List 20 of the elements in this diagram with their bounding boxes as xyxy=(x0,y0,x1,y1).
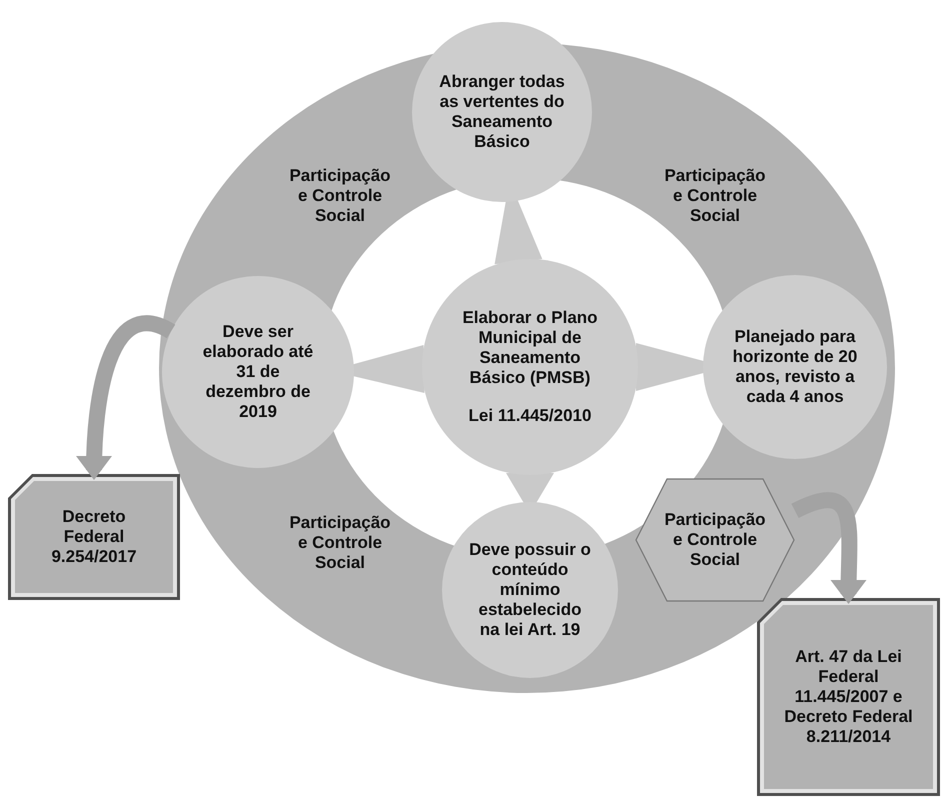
plaque-box xyxy=(757,598,940,796)
hexagon-text: Participação e Controle Social xyxy=(663,510,767,570)
star-spoke xyxy=(494,198,542,264)
plaque-box xyxy=(8,474,180,600)
ring-label: Participação e Controle Social xyxy=(663,166,767,226)
ring-label: Participação e Controle Social xyxy=(288,166,392,226)
ring-label: Participação e Controle Social xyxy=(288,513,392,574)
center-text: Elaborar o Plano Municipal de Saneamento Básico (PMSB) xyxy=(461,308,599,388)
curved-arrow xyxy=(792,492,867,604)
star-spoke xyxy=(636,343,705,391)
law-reference: Lei 11.445/2010 xyxy=(468,406,592,426)
circle-text: Deve ser elaborado até 31 de dezembro de 2019 xyxy=(202,322,314,422)
star-spoke xyxy=(352,344,424,393)
star-spoke xyxy=(506,473,554,504)
plaque-text: Decreto Federal 9.254/2017 xyxy=(50,506,138,568)
hexagon-shape xyxy=(635,478,795,602)
circle-text: Deve possuir o conteúdo mínimo estabelecido na lei Art. 19 xyxy=(469,540,591,640)
circle-text: Abranger todas as vertentes do Saneamento Básico xyxy=(438,72,566,152)
circle-text: Planejado para horizonte de 20 anos, revisto a cada 4 anos xyxy=(732,326,858,408)
plaque-text: Art. 47 da Lei Federal 11.445/2007 e Decreto Federal 8.211/2014 xyxy=(783,646,914,748)
